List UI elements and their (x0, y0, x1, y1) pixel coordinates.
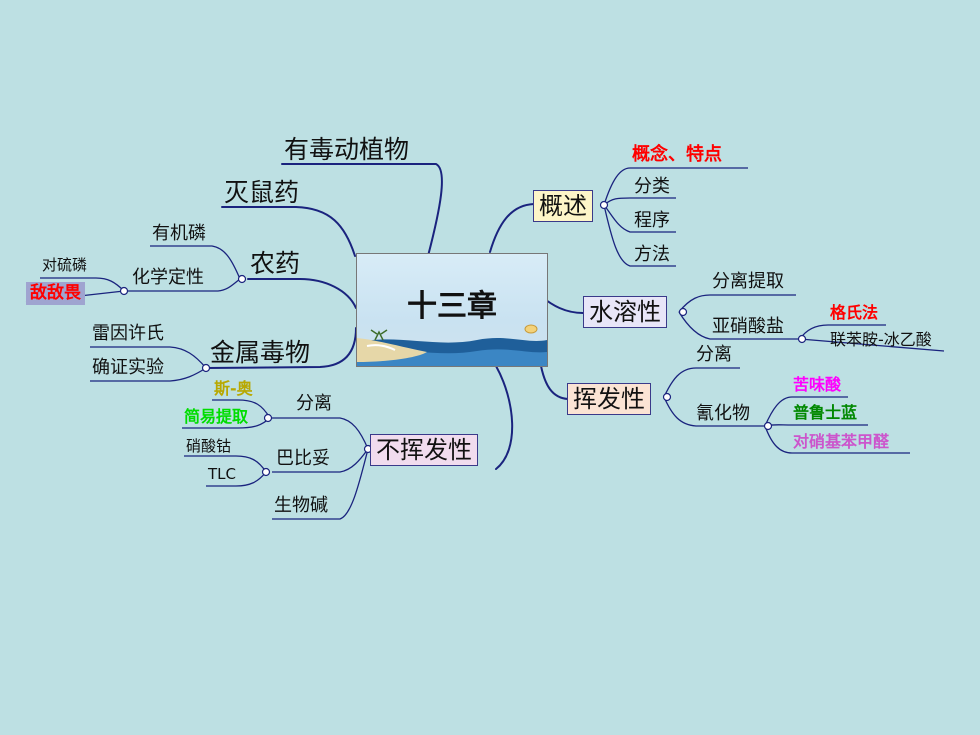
node-rodenticide[interactable]: 灭鼠药 (224, 178, 300, 207)
connector-animals (281, 163, 443, 257)
node-prussian-blue[interactable]: 普鲁士蓝 (793, 403, 858, 422)
node-picric-acid[interactable]: 苦味酸 (793, 375, 842, 394)
node-classification[interactable]: 分类 (634, 176, 670, 197)
node-barbiturate[interactable]: 巴比妥 (276, 448, 330, 469)
node-cobalt-nitrate[interactable]: 硝酸钴 (186, 437, 232, 455)
center-topic[interactable]: 十三章 (356, 253, 548, 367)
connector-nonvolatile (495, 365, 514, 470)
connector-overview (489, 203, 535, 253)
node-metal-poisons[interactable]: 金属毒物 (210, 338, 311, 367)
node-cyanide[interactable]: 氰化物 (696, 403, 750, 424)
node-tlc[interactable]: TLC (208, 465, 236, 483)
beach-illustration (357, 324, 547, 366)
node-nitrite[interactable]: 亚硝酸盐 (712, 316, 784, 337)
connector-volatile (540, 365, 569, 400)
node-organophosphorus[interactable]: 有机磷 (152, 223, 206, 244)
node-toxic-animals-plants[interactable]: 有毒动植物 (284, 135, 410, 164)
node-procedure[interactable]: 程序 (634, 210, 670, 231)
node-volatile-separation[interactable]: 分离 (696, 344, 732, 365)
connector-rodenticide (221, 206, 356, 257)
node-overview[interactable]: 概述 (533, 190, 593, 222)
connector-water (541, 296, 584, 314)
node-parathion[interactable]: 对硫磷 (42, 256, 88, 274)
center-title: 十三章 (407, 289, 497, 324)
node-volatile[interactable]: 挥发性 (567, 383, 651, 415)
node-simple-extraction[interactable]: 简易提取 (184, 407, 249, 426)
node-water-soluble[interactable]: 水溶性 (583, 296, 667, 328)
node-benzidine[interactable]: 联苯胺-冰乙酸 (830, 330, 932, 349)
node-griess[interactable]: 格氏法 (830, 303, 879, 322)
node-alkaloid[interactable]: 生物碱 (274, 495, 328, 516)
node-pesticide[interactable]: 农药 (250, 249, 301, 278)
node-dichlorvos[interactable]: 敌敌畏 (26, 282, 85, 305)
node-concept-features[interactable]: 概念、特点 (632, 144, 722, 165)
connector-metal (205, 327, 357, 369)
node-qualitative[interactable]: 化学定性 (132, 267, 204, 288)
node-confirmation[interactable]: 确证实验 (92, 357, 164, 378)
connector-pesticide (247, 278, 357, 309)
node-methods[interactable]: 方法 (634, 244, 670, 265)
node-nonvolatile-separation[interactable]: 分离 (296, 393, 332, 414)
node-stas-otto[interactable]: 斯-奥 (214, 379, 253, 398)
node-water-separation[interactable]: 分离提取 (712, 271, 784, 292)
node-nitrobenzaldehyde[interactable]: 对硝基苯甲醛 (793, 432, 890, 451)
node-nonvolatile[interactable]: 不挥发性 (370, 434, 478, 466)
node-reinsch[interactable]: 雷因许氏 (92, 323, 164, 344)
